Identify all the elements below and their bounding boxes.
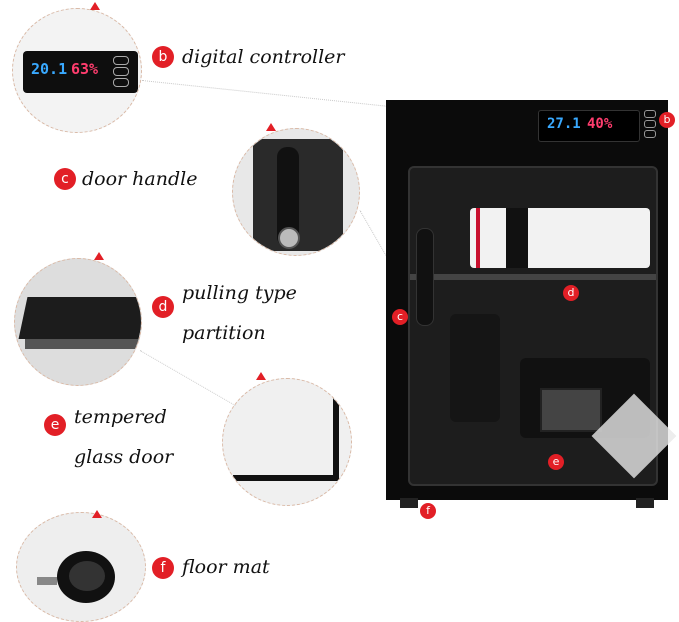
triangle-marker-icon <box>90 2 100 10</box>
camera-screen <box>540 388 602 432</box>
controller-button-icon <box>113 56 129 65</box>
label-door-handle: door handle <box>82 168 198 190</box>
label-pulling-type: pulling type <box>182 282 297 304</box>
controller-button-icon <box>113 78 129 87</box>
triangle-marker-icon <box>94 252 104 260</box>
screw-icon <box>37 577 57 585</box>
triangle-marker-icon <box>266 123 276 131</box>
partition-edge <box>25 339 141 349</box>
badge-f: f <box>152 557 174 579</box>
badge-d: d <box>152 296 174 318</box>
door-handle[interactable] <box>416 228 434 326</box>
partition-shelf <box>18 297 141 339</box>
label-glass-door: glass door <box>74 446 174 468</box>
floor-mat-detail-circle <box>16 512 146 622</box>
cabinet-badge-e: e <box>548 454 564 470</box>
cabinet-temperature-readout: 27.1 <box>547 116 581 132</box>
glass-door <box>408 166 677 486</box>
cabinet-badge-b: b <box>659 112 675 128</box>
cabinet-badge-f: f <box>420 503 436 519</box>
label-partition: partition <box>182 322 266 344</box>
controller-detail-circle: 20.1 63% <box>12 8 142 133</box>
badge-c: c <box>54 168 76 190</box>
camera-lens <box>450 314 500 422</box>
triangle-marker-icon <box>92 510 102 518</box>
shelf-partition <box>410 274 656 280</box>
partition-detail-circle <box>14 258 142 386</box>
badge-e: e <box>44 414 66 436</box>
cabinet-foot <box>636 498 654 508</box>
label-floor-mat: floor mat <box>182 556 270 578</box>
controller-button-icon <box>644 120 656 128</box>
controller-panel: 20.1 63% <box>23 51 138 93</box>
rubber-foot-top <box>69 561 105 591</box>
cabinet-foot <box>400 498 418 508</box>
telephoto-lens <box>470 208 650 268</box>
lens-red-ring <box>476 208 480 268</box>
cabinet-humidity-readout: 40% <box>587 116 613 132</box>
cabinet-badge-d: d <box>563 285 579 301</box>
cabinet-controller: 27.1 40% <box>538 110 640 142</box>
badge-b: b <box>152 46 174 68</box>
lock-icon <box>278 227 300 249</box>
cabinet-badge-c: c <box>392 309 408 325</box>
controller-button-icon <box>644 130 656 138</box>
lens-band <box>506 208 528 268</box>
glass-frame <box>233 393 339 481</box>
handle-bar <box>277 147 299 247</box>
door-handle-detail-circle <box>232 128 360 256</box>
humidity-readout: 63% <box>71 60 99 78</box>
temperature-readout: 20.1 <box>31 60 68 78</box>
triangle-marker-icon <box>256 372 266 380</box>
dry-cabinet: 27.1 40% <box>386 100 677 508</box>
leader-line <box>139 350 236 406</box>
label-digital-controller: digital controller <box>182 46 345 68</box>
label-tempered: tempered <box>74 406 167 428</box>
glass-door-detail-circle <box>222 378 352 506</box>
controller-button-icon <box>113 67 129 76</box>
controller-button-icon <box>644 110 656 118</box>
